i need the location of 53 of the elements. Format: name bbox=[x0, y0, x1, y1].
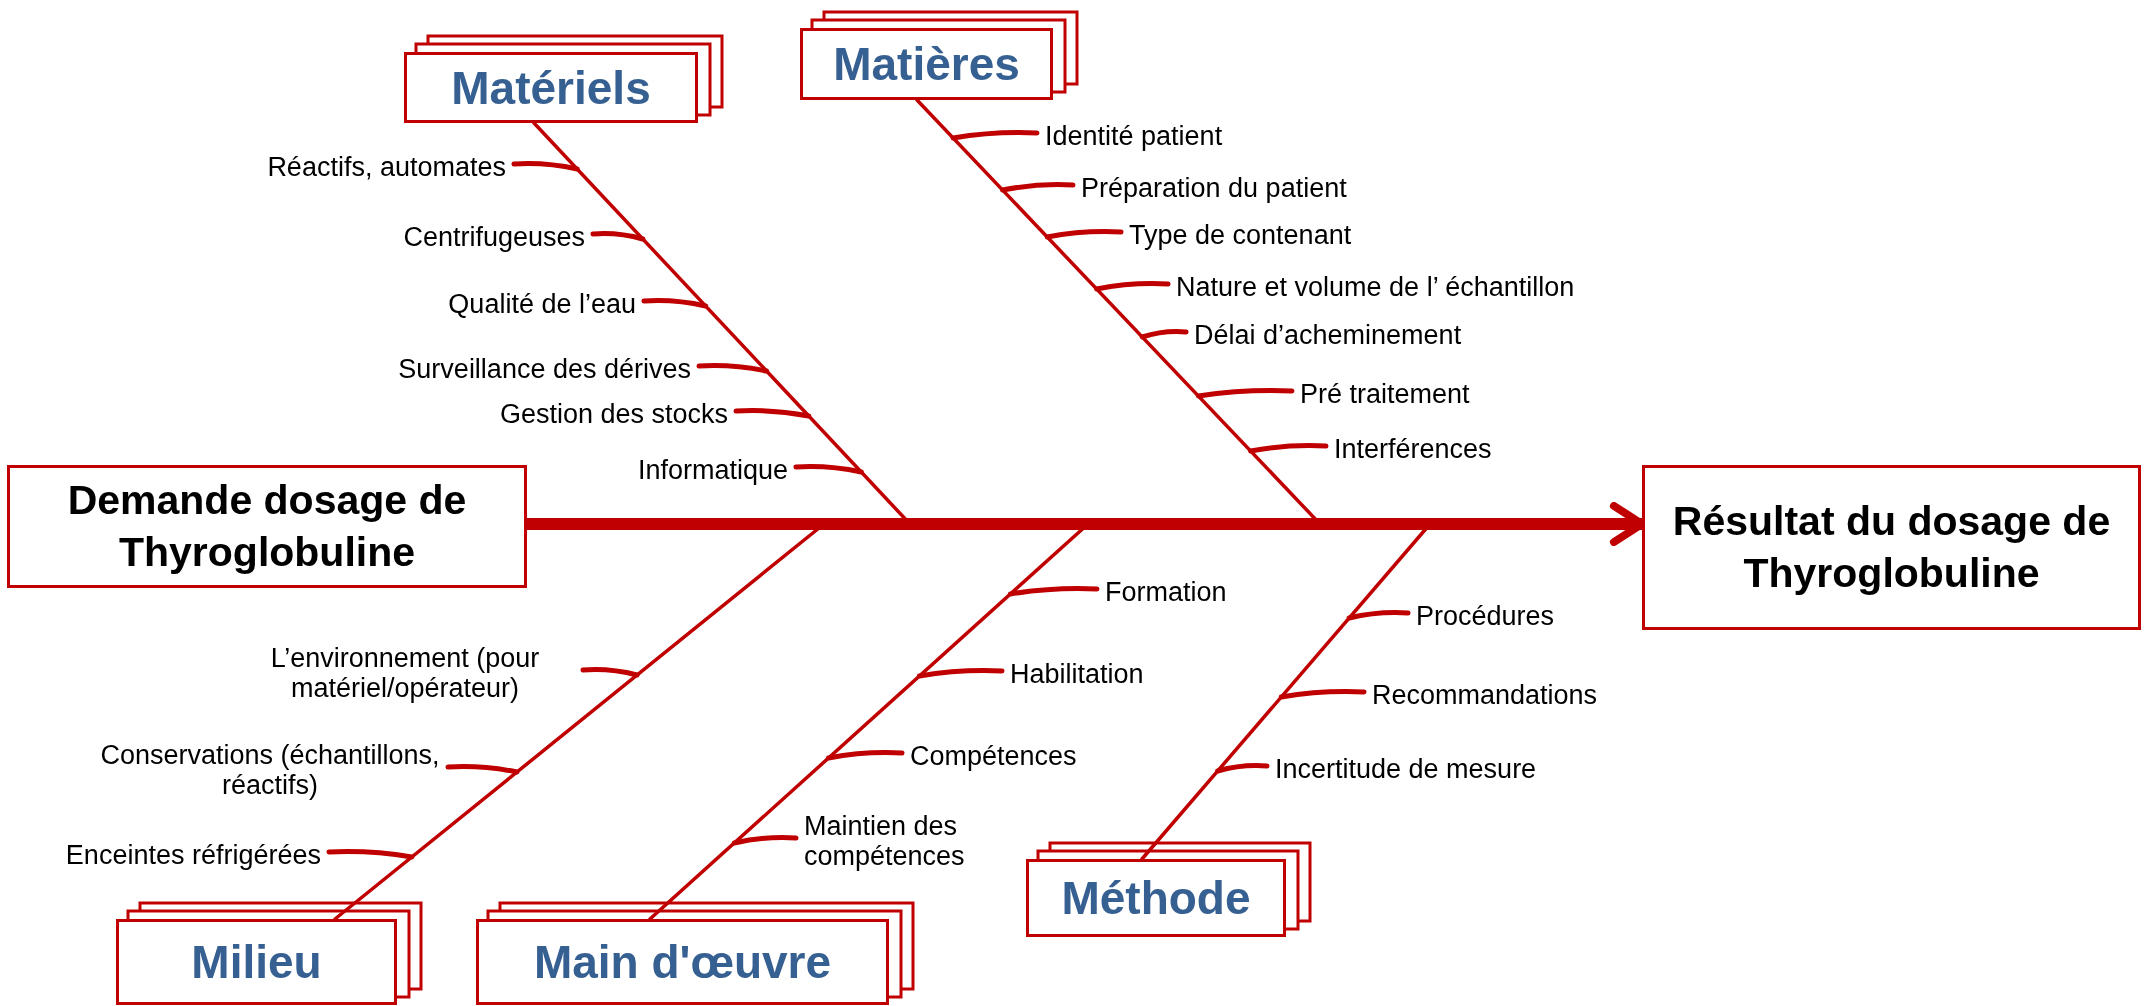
category-box: Matériels bbox=[404, 52, 698, 123]
cause-label: Qualité de l’eau bbox=[448, 288, 636, 320]
cause-label: Gestion des stocks bbox=[499, 398, 728, 430]
cause-label: Compétences bbox=[910, 740, 1077, 772]
result-box: Résultat du dosage de Thyroglobuline bbox=[1642, 465, 2141, 630]
leader-line bbox=[590, 231, 646, 242]
leader-line bbox=[793, 464, 864, 475]
leader-line bbox=[950, 130, 1040, 141]
cause-label: Nature et volume de l’ échantillon bbox=[1176, 271, 1575, 303]
cause-label: Centrifugeuses bbox=[403, 221, 585, 253]
leader-line bbox=[641, 298, 709, 309]
cause-label: Incertitude de mesure bbox=[1275, 753, 1537, 785]
cause-label: Préparation du patient bbox=[1081, 172, 1347, 204]
leader-line bbox=[580, 667, 640, 678]
leader-line bbox=[1044, 229, 1124, 240]
leader-line bbox=[511, 161, 580, 172]
leader-line bbox=[1278, 689, 1367, 700]
cause-label: Informatique bbox=[637, 454, 788, 486]
cause-label: L’environnement (pour matériel/opérateur) bbox=[235, 642, 575, 704]
cause-label: Enceintes réfrigérées bbox=[65, 839, 321, 871]
leader-line bbox=[1346, 610, 1411, 621]
leader-line bbox=[733, 408, 812, 419]
leader-line bbox=[445, 764, 520, 775]
category-box: Méthode bbox=[1026, 859, 1286, 937]
cause-label: Maintien des compétences bbox=[804, 810, 1004, 872]
request-box: Demande dosage de Thyroglobuline bbox=[7, 465, 527, 588]
leader-line bbox=[1007, 586, 1100, 597]
leader-line bbox=[326, 849, 415, 860]
leader-line bbox=[1215, 763, 1270, 774]
leader-line bbox=[826, 750, 905, 761]
leader-line bbox=[1000, 182, 1076, 193]
cause-label: Délai d’acheminement bbox=[1194, 319, 1462, 351]
category-box: Milieu bbox=[116, 919, 397, 1005]
leader-line bbox=[696, 363, 770, 374]
category-box: Main d'œuvre bbox=[476, 919, 889, 1005]
cause-label: Recommandations bbox=[1372, 679, 1598, 711]
category-box: Matières bbox=[800, 28, 1053, 100]
leader-line bbox=[1139, 329, 1189, 340]
cause-label: Surveillance des dérives bbox=[398, 353, 691, 385]
cause-label: Identité patient bbox=[1045, 120, 1223, 152]
cause-label: Procédures bbox=[1416, 600, 1555, 632]
leader-line bbox=[916, 668, 1005, 679]
cause-label: Type de contenant bbox=[1129, 219, 1352, 251]
leader-line bbox=[1248, 443, 1329, 454]
leader-line bbox=[731, 835, 799, 846]
cause-label: Pré traitement bbox=[1300, 378, 1470, 410]
cause-label: Formation bbox=[1105, 576, 1227, 608]
leader-line bbox=[1094, 281, 1171, 292]
cause-label: Réactifs, automates bbox=[267, 151, 506, 183]
cause-label: Habilitation bbox=[1010, 658, 1144, 690]
cause-label: Interférences bbox=[1334, 433, 1492, 465]
leader-line bbox=[1195, 388, 1295, 399]
cause-label: Conservations (échantillons, réactifs) bbox=[100, 739, 440, 801]
